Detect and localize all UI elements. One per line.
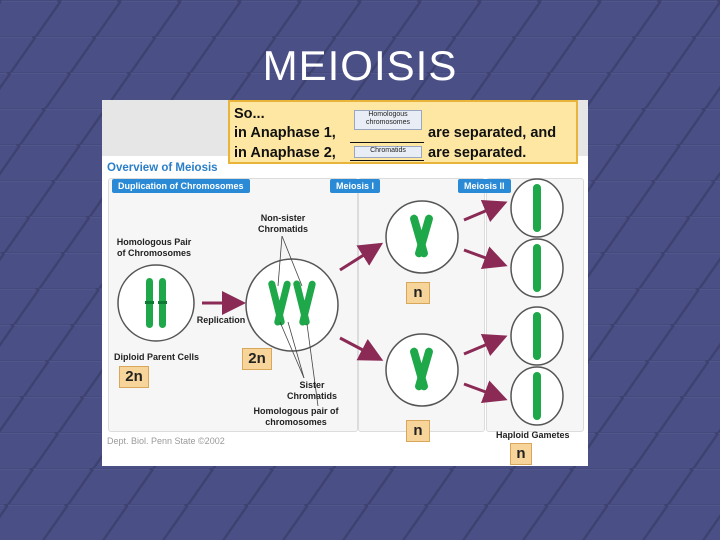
diploid-parent-cells-label: Diploid Parent Cells [114, 352, 214, 363]
ploidy-n-gametes: n [510, 443, 532, 465]
figure-credit: Dept. Biol. Penn State ©2002 [107, 436, 225, 446]
arrow-to-meiosis-1-top [340, 246, 378, 270]
callout-line-2-start: in Anaphase 1, [234, 125, 336, 141]
sister-chromatids-label: Sister Chromatids [284, 380, 340, 402]
callout-line-3-end: are separated. [428, 145, 526, 161]
slide-title: MEIOISIS [0, 42, 720, 90]
blank-underline-2 [350, 160, 424, 161]
haploid-gamete-4 [511, 367, 563, 425]
haploid-gamete-3 [511, 307, 563, 365]
blank-underline-1 [350, 142, 424, 143]
ploidy-2n-replicated: 2n [242, 348, 272, 370]
ploidy-n-meiosis1-bottom: n [406, 420, 430, 442]
arrow-to-meiosis-2-1 [464, 204, 502, 220]
arrow-to-meiosis-2-2 [464, 250, 502, 264]
haploid-gametes-label: Haploid Gametes [496, 430, 576, 441]
homologous-pair-label: Homologous Pair of Chromosomes [112, 237, 196, 259]
non-sister-chromatids-label: Non-sister Chromatids [250, 213, 316, 235]
callout-line-2-end: are separated, and [428, 125, 556, 141]
homologous-pair-bottom-label: Homologous pair of chromosomes [250, 406, 342, 428]
arrow-to-meiosis-1-bottom [340, 338, 378, 358]
answer-box-chromatids: Chromatids [354, 146, 422, 158]
replication-label: Replication [196, 315, 246, 326]
arrow-to-meiosis-2-4 [464, 384, 502, 398]
answer-box-homologous: Homologous chromosomes [354, 110, 422, 130]
ploidy-n-meiosis1-top: n [406, 282, 430, 304]
haploid-gamete-2 [511, 239, 563, 297]
parent-cell [118, 265, 194, 341]
haploid-gamete-1 [511, 179, 563, 237]
arrow-to-meiosis-2-3 [464, 338, 502, 354]
callout-line-1: So... [234, 106, 265, 122]
callout-line-3-start: in Anaphase 2, [234, 145, 336, 161]
anaphase-callout: So... in Anaphase 1, are separated, and … [228, 100, 578, 164]
ploidy-2n-parent: 2n [119, 366, 149, 388]
